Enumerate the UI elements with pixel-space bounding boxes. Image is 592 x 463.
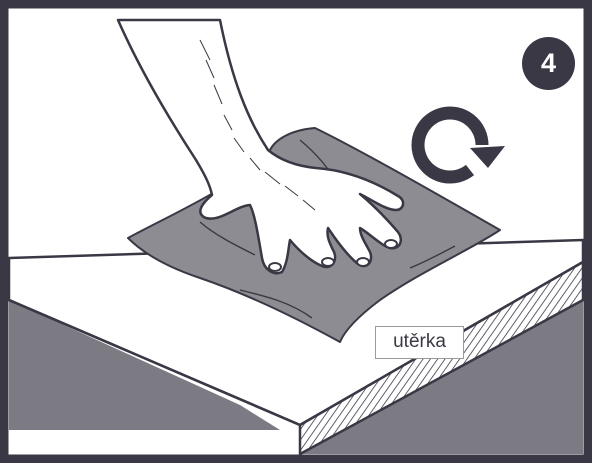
step-number-badge: 4 <box>522 37 575 90</box>
cloth-label: utěrka <box>375 326 464 359</box>
